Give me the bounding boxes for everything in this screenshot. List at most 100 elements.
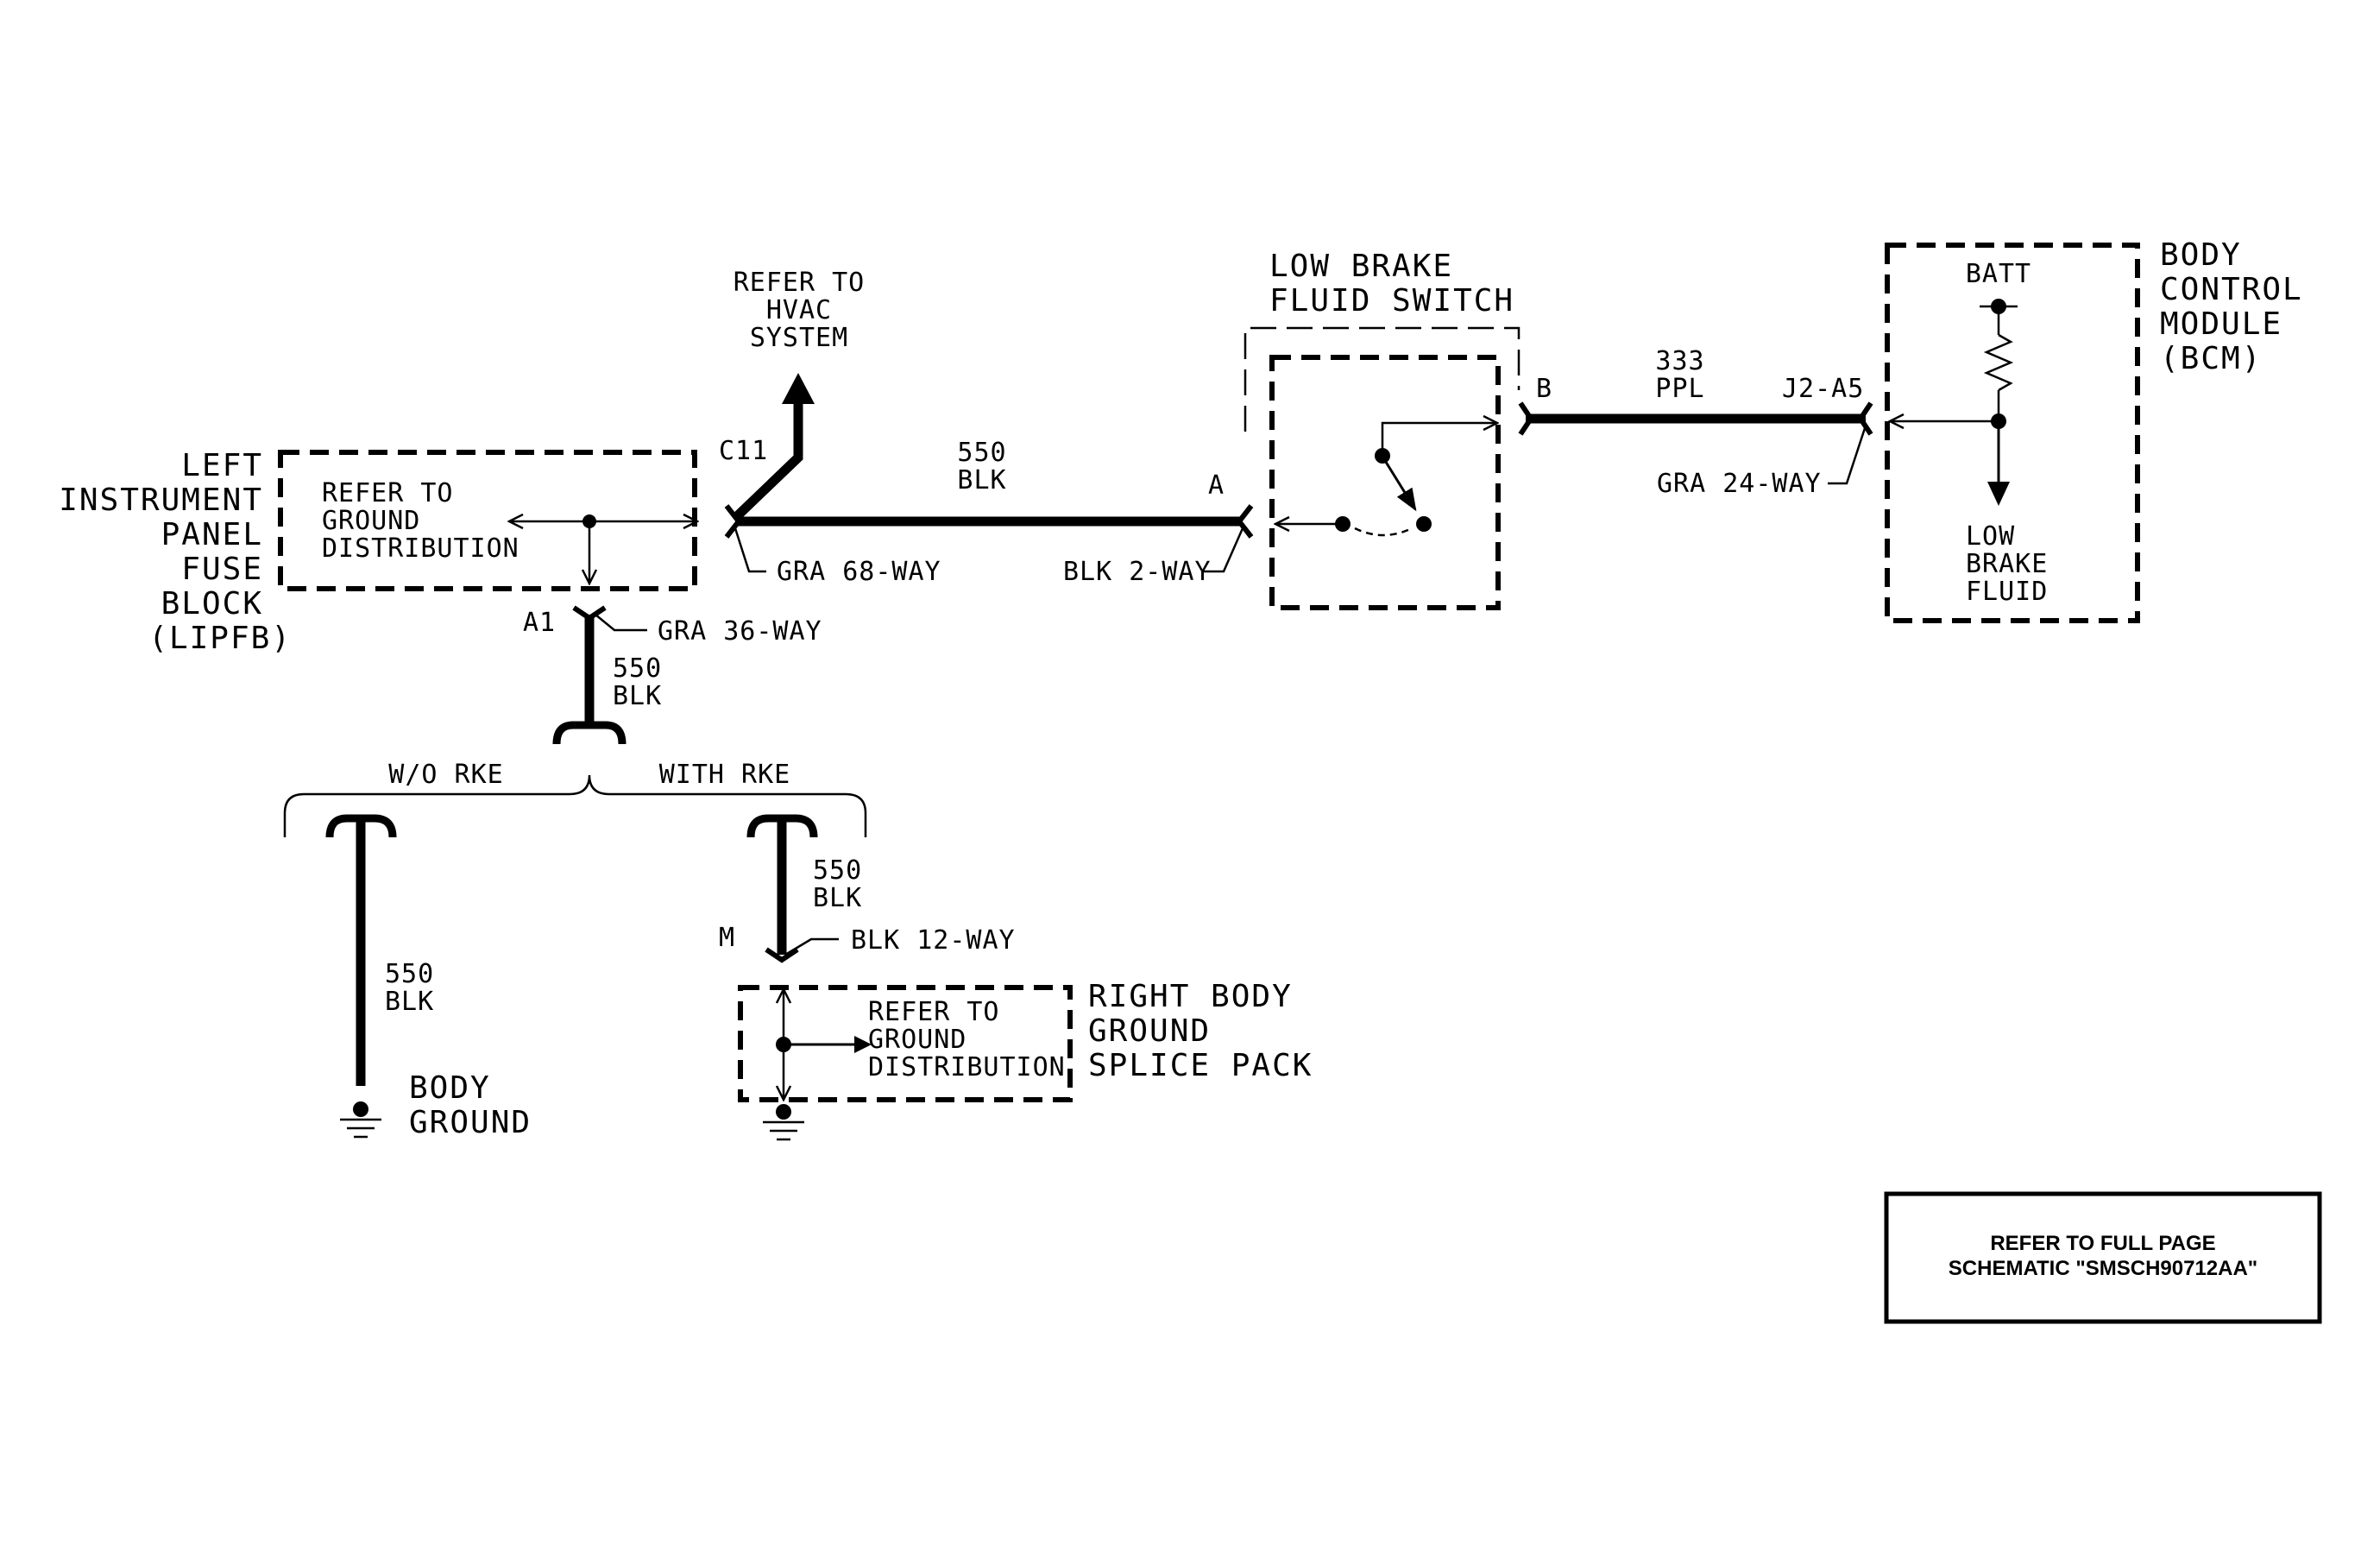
body-ground-line: GROUND [409, 1105, 532, 1140]
wire-550-main: 550 BLK GRA 68-WAY BLK 2-WAY [724, 438, 1254, 587]
branch-left: 550 BLK BODY GROUND [325, 814, 532, 1140]
callout-blk12 [784, 937, 839, 956]
switch-contact-left [1335, 516, 1351, 532]
rbgsp-refer-line: REFER TO [868, 997, 1000, 1027]
connector-m-mark [765, 947, 799, 963]
reference-note-line: SCHEMATIC "SMSCH90712AA" [1949, 1257, 2257, 1280]
conn-blk-12-way: BLK 12-WAY [851, 925, 1016, 956]
rbgsp-refer-line: DISTRIBUTION [868, 1052, 1066, 1082]
hvac-reference-line: SYSTEM [750, 323, 848, 353]
switch-name-line: LOW BRAKE [1269, 249, 1453, 284]
rbgsp-name-line: GROUND [1088, 1013, 1211, 1049]
wire-333-color: PPL [1655, 374, 1704, 404]
switch-outer-dashed-outline [1244, 326, 1521, 432]
low-brake-fluid-switch: LOW BRAKE FLUID SWITCH A B [1208, 249, 1552, 610]
lipfb-name-line: BLOCK [161, 586, 263, 622]
lipfb-refer-line: DISTRIBUTION [322, 533, 519, 564]
full-page-reference-note: REFER TO FULL PAGE SCHEMATIC "SMSCH90712… [1884, 1191, 2322, 1324]
lipfb-refer-line: GROUND [322, 506, 420, 536]
branch-brace: W/O RKE WITH RKE [283, 760, 867, 837]
hvac-reference-line: HVAC [766, 295, 832, 325]
wire-550-main-color: BLK [957, 465, 1006, 495]
callout-blk2 [1203, 527, 1244, 573]
wire-333-circuit: 333 [1655, 346, 1704, 376]
lipfb-component: LEFT INSTRUMENT PANEL FUSE BLOCK (LIPFB)… [59, 436, 768, 656]
body-ground-line: BODY [409, 1070, 491, 1106]
bcm-name-line: (BCM) [2160, 341, 2262, 376]
switch-pin-b: B [1536, 374, 1552, 404]
bcm-signal-arrowhead [1987, 482, 2010, 506]
switch-name-line: FLUID SWITCH [1269, 283, 1514, 319]
lipfb-name-line: PANEL [161, 517, 263, 552]
lipfb-pin-a1: A1 [523, 608, 556, 638]
wire-550-down: GRA 36-WAY 550 BLK [552, 605, 822, 745]
switch-dashed-arc [1354, 527, 1413, 537]
connector-a1-mark [572, 605, 607, 622]
switch-box [1269, 355, 1501, 610]
bcm-component: BODY CONTROL MODULE (BCM) BATT LOW BRAKE… [1885, 237, 2303, 623]
switch-contact-right [1416, 516, 1432, 532]
branch-right-color: BLK [813, 883, 862, 913]
branch-with-rke: WITH RKE [659, 760, 791, 790]
switch-pivot [1375, 448, 1390, 464]
bcm-signal-line-text: LOW [1966, 521, 2015, 552]
branch-right: 550 BLK M BLK 12-WAY [719, 814, 1016, 963]
callout-gra36 [595, 614, 647, 632]
lipfb-name-line: INSTRUMENT [59, 483, 263, 518]
lipfb-name-line: LEFT [181, 448, 263, 483]
callout-gra68 [734, 527, 766, 573]
rbgsp-pin-m: M [719, 923, 735, 953]
lipfb-refer-line: REFER TO [322, 478, 454, 508]
bcm-pin-j2a5: J2-A5 [1782, 374, 1864, 404]
conn-gra-24-way: GRA 24-WAY [1657, 469, 1822, 499]
branch-left-circuit: 550 [385, 959, 434, 989]
connector-a-mark [1236, 504, 1254, 539]
bcm-batt-label: BATT [1966, 259, 2031, 289]
rbgsp-name-line: RIGHT BODY [1088, 979, 1293, 1014]
bcm-name-line: MODULE [2160, 306, 2282, 342]
bcm-name-line: CONTROL [2160, 272, 2303, 307]
bcm-signal-line-text: BRAKE [1966, 549, 2048, 579]
conn-gra-68-way: GRA 68-WAY [777, 557, 941, 587]
hvac-arrowhead [782, 373, 815, 404]
hvac-wire [732, 402, 803, 521]
body-ground-dot [353, 1101, 368, 1117]
lipfb-name-label: LEFT INSTRUMENT PANEL FUSE BLOCK (LIPFB) [59, 448, 292, 656]
connector-c11-mark [724, 504, 742, 539]
hvac-reference: REFER TO HVAC SYSTEM [732, 268, 866, 521]
hvac-reference-line: REFER TO [734, 268, 866, 298]
bcm-name-line: BODY [2160, 237, 2242, 273]
rbgsp-refer-line: GROUND [868, 1025, 966, 1055]
lipfb-splice-dot [582, 514, 596, 528]
rbgsp-splice-dot [776, 1037, 791, 1052]
switch-internal-arrow-right [1381, 423, 1497, 456]
connector-b-mark [1518, 401, 1534, 436]
connector-j2a5-mark [1857, 401, 1873, 436]
branch-without-rke: W/O RKE [388, 760, 503, 790]
wire-333: 333 PPL J2-A5 GRA 24-WAY [1518, 346, 1873, 499]
switch-blade-arrow [1382, 458, 1417, 512]
callout-gra24 [1828, 425, 1867, 485]
reference-note-line: REFER TO FULL PAGE [1990, 1232, 2215, 1255]
wire-550-down-split-end [552, 721, 626, 745]
bcm-box [1885, 243, 2140, 623]
conn-gra-36-way: GRA 36-WAY [658, 616, 822, 647]
conn-blk-2-way: BLK 2-WAY [1063, 557, 1212, 587]
rbgsp-arrow-right-head [854, 1036, 872, 1053]
branch-brace-line [283, 774, 867, 837]
wire-550-down-color: BLK [613, 681, 662, 711]
bcm-signal-line-text: FLUID [1966, 577, 2048, 607]
branch-left-color: BLK [385, 987, 434, 1017]
rbgsp-component: RIGHT BODY GROUND SPLICE PACK REFER TO G… [738, 979, 1313, 1141]
lipfb-pin-c11: C11 [719, 436, 768, 466]
switch-pin-a: A [1208, 470, 1225, 501]
wire-550-main-circuit: 550 [957, 438, 1006, 468]
wire-550-down-circuit: 550 [613, 653, 662, 684]
lipfb-name-line: (LIPFB) [148, 621, 292, 656]
rbgsp-ground-dot [776, 1104, 791, 1120]
rbgsp-box [738, 985, 1073, 1102]
lipfb-name-line: FUSE [181, 552, 263, 587]
reference-note-box [1884, 1191, 2322, 1324]
rbgsp-name-line: SPLICE PACK [1088, 1048, 1313, 1083]
